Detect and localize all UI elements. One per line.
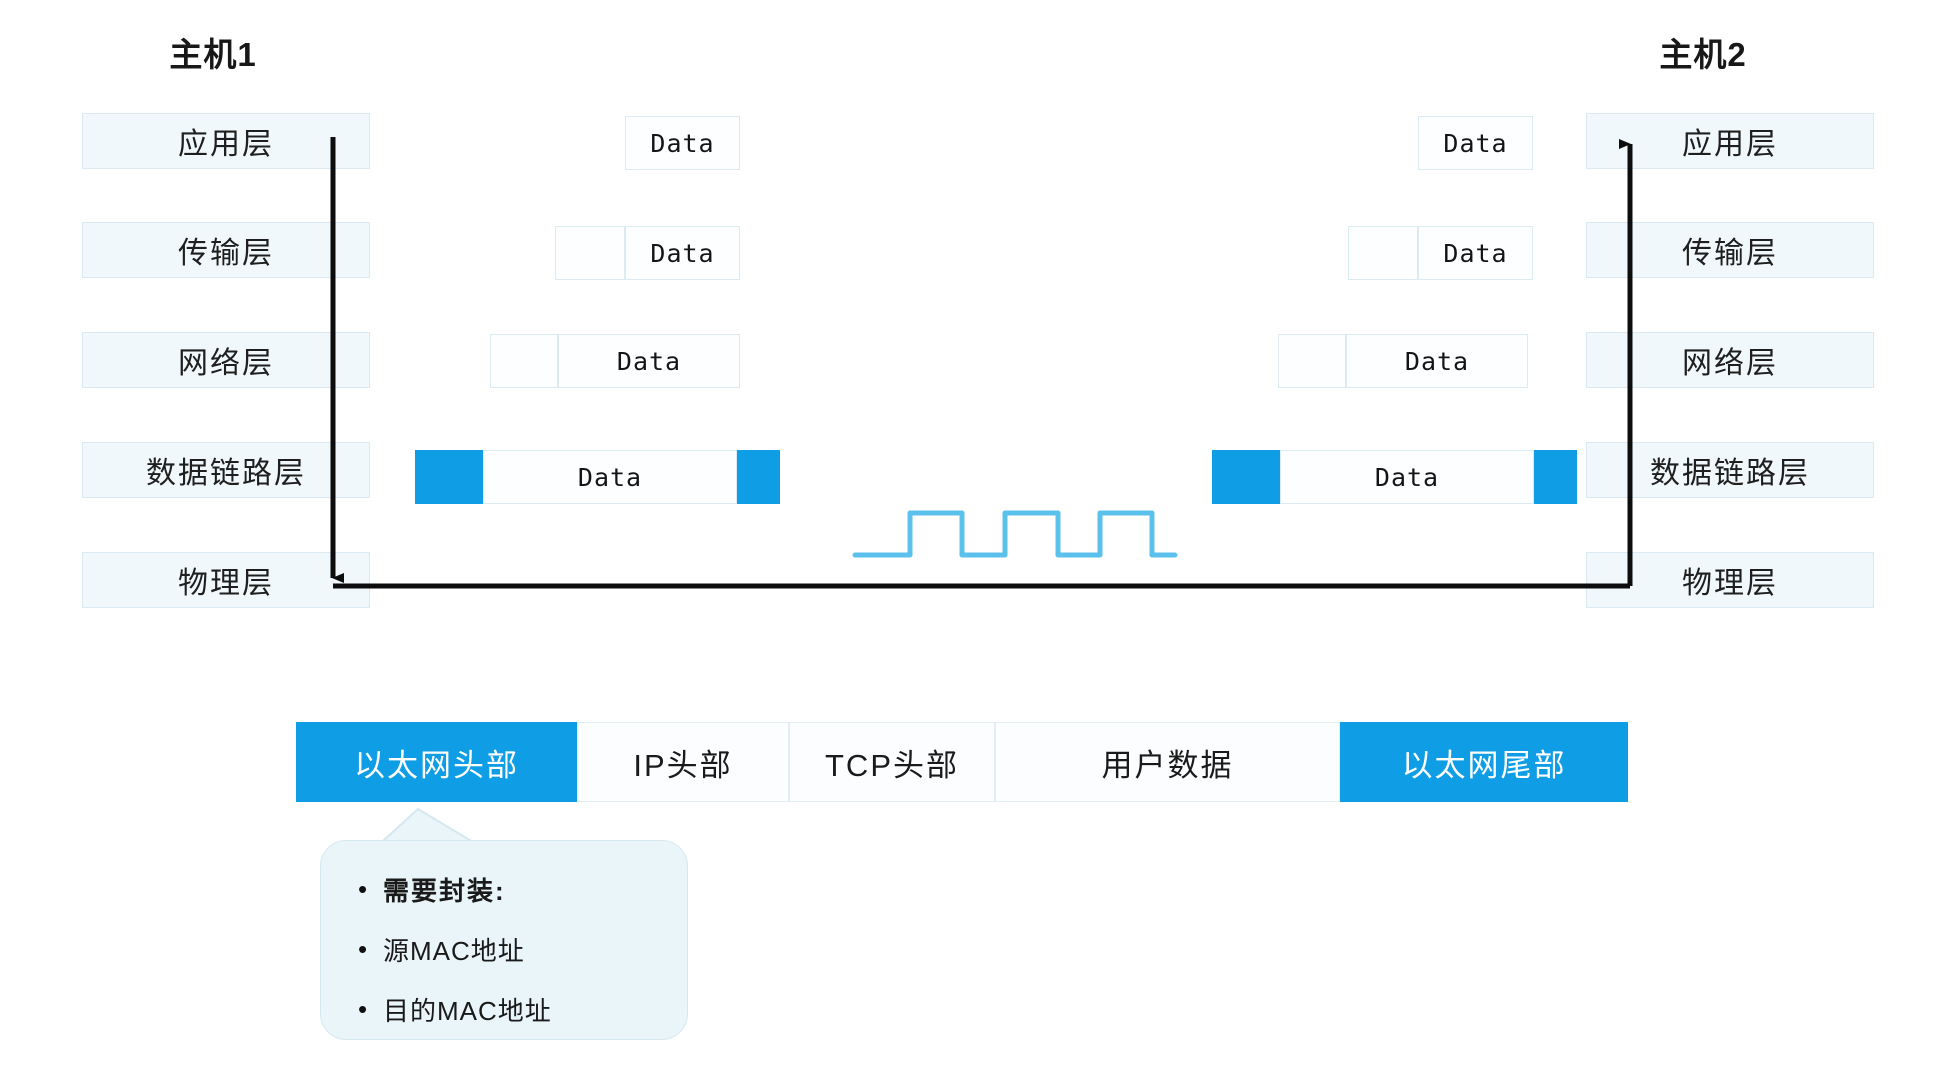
- callout-line: • 源MAC地址: [343, 919, 677, 979]
- bullet-icon: •: [357, 994, 369, 1024]
- pdu-ethernet-trailer-cell: [737, 450, 780, 504]
- encapsulation-bar: 以太网头部 IP头部 TCP头部 用户数据 以太网尾部: [296, 722, 1628, 802]
- encap-cell-ip-header[interactable]: IP头部: [577, 722, 789, 802]
- pdu-data-cell: Data: [1346, 334, 1528, 388]
- pdu-left-network: Data: [490, 334, 740, 388]
- pdu-data-cell: Data: [1418, 226, 1533, 280]
- callout-bubble: • 需要封装: • 源MAC地址 • 目的MAC地址: [320, 840, 688, 1040]
- layer-box-right-network[interactable]: 网络层: [1586, 332, 1874, 388]
- encap-cell-tcp-header[interactable]: TCP头部: [789, 722, 995, 802]
- pdu-ethernet-trailer-cell: [1534, 450, 1577, 504]
- pdu-header-cell: [555, 226, 625, 280]
- pdu-right-datalink: Data: [1212, 450, 1577, 504]
- pdu-data-cell: Data: [625, 116, 740, 170]
- pdu-data-cell: Data: [1280, 450, 1534, 504]
- pdu-data-cell: Data: [558, 334, 740, 388]
- callout-line-text: 需要封装:: [383, 875, 506, 906]
- host-title-right: 主机2: [1659, 36, 1747, 73]
- host-title-left: 主机1: [169, 36, 257, 73]
- callout-line-text: 目的MAC地址: [383, 995, 552, 1026]
- pdu-right-network: Data: [1278, 334, 1528, 388]
- layer-box-right-physical[interactable]: 物理层: [1586, 552, 1874, 608]
- layer-box-left-transport[interactable]: 传输层: [82, 222, 370, 278]
- pdu-ethernet-header-cell: [415, 450, 483, 504]
- pdu-ethernet-header-cell: [1212, 450, 1280, 504]
- layer-box-left-application[interactable]: 应用层: [82, 113, 370, 169]
- pdu-left-application: Data: [625, 116, 740, 170]
- pdu-right-transport: Data: [1348, 226, 1533, 280]
- callout-line-text: 源MAC地址: [383, 935, 525, 966]
- pdu-right-application: Data: [1418, 116, 1533, 170]
- bullet-icon: •: [357, 874, 369, 904]
- layer-box-right-transport[interactable]: 传输层: [1586, 222, 1874, 278]
- encap-cell-ethernet-trailer[interactable]: 以太网尾部: [1340, 722, 1628, 802]
- pdu-left-datalink: Data: [415, 450, 780, 504]
- layer-box-left-physical[interactable]: 物理层: [82, 552, 370, 608]
- layer-box-left-datalink[interactable]: 数据链路层: [82, 442, 370, 498]
- pdu-data-cell: Data: [1418, 116, 1533, 170]
- layer-box-right-application[interactable]: 应用层: [1586, 113, 1874, 169]
- pdu-header-cell: [1348, 226, 1418, 280]
- pdu-data-cell: Data: [483, 450, 737, 504]
- pdu-header-cell: [1278, 334, 1346, 388]
- encap-cell-user-data[interactable]: 用户数据: [995, 722, 1340, 802]
- callout-line: • 目的MAC地址: [343, 979, 677, 1039]
- pdu-header-cell: [490, 334, 558, 388]
- bullet-icon: •: [357, 934, 369, 964]
- encap-cell-ethernet-header[interactable]: 以太网头部: [296, 722, 577, 802]
- layer-box-left-network[interactable]: 网络层: [82, 332, 370, 388]
- callout-line: • 需要封装:: [343, 859, 677, 919]
- pdu-left-transport: Data: [555, 226, 740, 280]
- pdu-data-cell: Data: [625, 226, 740, 280]
- layer-box-right-datalink[interactable]: 数据链路层: [1586, 442, 1874, 498]
- square-wave-icon: [852, 510, 1178, 558]
